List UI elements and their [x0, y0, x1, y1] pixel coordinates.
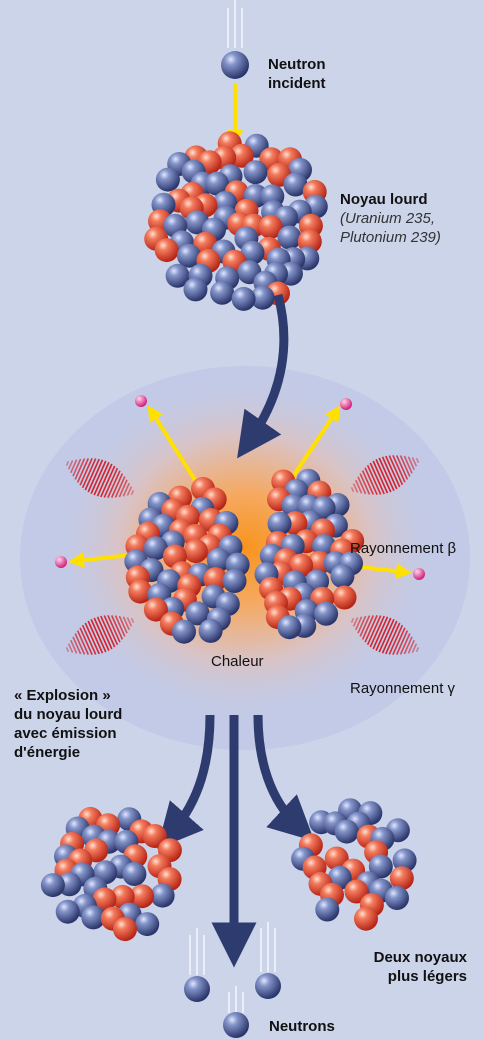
- emitted-neutron: [255, 973, 281, 999]
- neutron-sphere: [278, 226, 302, 250]
- neutron-sphere: [335, 820, 359, 844]
- neutron-sphere: [244, 160, 268, 184]
- neutron-sphere: [184, 277, 208, 301]
- label-explosion: « Explosion » du noyau lourd avec émissi…: [14, 686, 122, 762]
- neutron-sphere: [156, 168, 180, 192]
- neutron-sphere: [232, 287, 256, 311]
- emitted-neutron: [184, 976, 210, 1002]
- neutron-sphere: [56, 900, 80, 924]
- neutron-sphere: [122, 862, 146, 886]
- label-noyau-lourd: Noyau lourd (Uranium 235, Plutonium 239): [340, 190, 441, 247]
- proton-sphere: [354, 907, 378, 931]
- beta-particle: [135, 395, 147, 407]
- neutron-sphere: [210, 281, 234, 305]
- neutron-sphere: [135, 912, 159, 936]
- neutron-sphere: [330, 564, 354, 588]
- light-nucleus-left: [41, 807, 182, 941]
- incident-neutron-trail: [228, 0, 242, 48]
- beta-particle: [413, 568, 425, 580]
- label-neutrons: Neutrons: [269, 1017, 335, 1036]
- proton-sphere: [113, 917, 137, 941]
- neutron-sphere: [277, 615, 301, 639]
- neutron-sphere: [315, 898, 339, 922]
- neutron-sphere: [151, 884, 175, 908]
- proton-sphere: [155, 238, 179, 262]
- label-deux-noyaux: Deux noyaux plus légers: [336, 948, 467, 986]
- label-rayonnement-beta: Rayonnement β: [350, 539, 456, 558]
- incident-neutron: [221, 51, 249, 79]
- product-arrows: [172, 715, 298, 945]
- neutron-sphere: [199, 619, 223, 643]
- proton-sphere: [333, 586, 357, 610]
- label-neutron-incident: Neutron incident: [268, 55, 326, 93]
- neutron-sphere: [172, 620, 196, 644]
- label-chaleur: Chaleur: [211, 652, 264, 671]
- proton-sphere: [184, 539, 208, 563]
- neutron-sphere: [385, 886, 409, 910]
- beta-particle: [340, 398, 352, 410]
- neutron-sphere: [223, 569, 247, 593]
- emitted-neutron: [223, 1012, 249, 1038]
- neutron-sphere: [41, 873, 65, 897]
- heavy-nucleus: [144, 131, 328, 311]
- beta-particle: [55, 556, 67, 568]
- label-rayonnement-gamma: Rayonnement γ: [350, 679, 455, 698]
- light-nucleus-right: [291, 798, 417, 931]
- neutron-sphere: [314, 602, 338, 626]
